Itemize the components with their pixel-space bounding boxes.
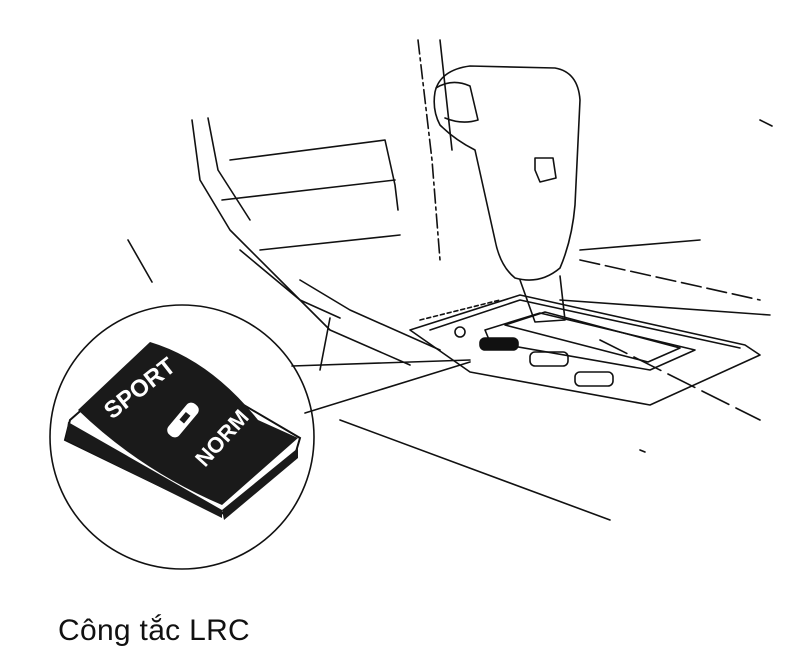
switch-indicator-icon (167, 402, 199, 438)
console-outline (127, 39, 773, 521)
lrc-switch-closeup: SPORT NORM (63, 342, 302, 520)
shift-lever (433, 65, 581, 323)
callout-circle (49, 304, 471, 570)
figure-caption: Công tắc LRC (58, 614, 251, 647)
shift-gate (409, 294, 761, 406)
